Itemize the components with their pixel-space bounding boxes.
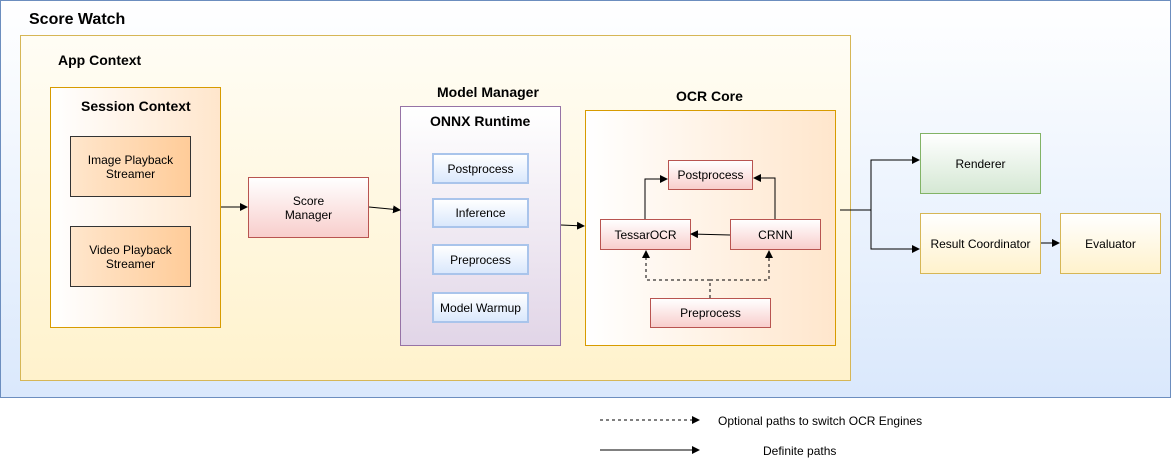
- tessaract-node: TessarOCR: [600, 219, 691, 250]
- renderer-node: Renderer: [920, 133, 1041, 194]
- video-playback-line-1: Video Playback: [89, 242, 172, 257]
- app-context-label: App Context: [58, 52, 142, 68]
- diagram-title: Score Watch: [29, 11, 126, 28]
- legend-optional-label: Optional paths to switch OCR Engines: [718, 414, 923, 428]
- ocr-core-label: OCR Core: [676, 88, 743, 104]
- score-manager-line-1: Score: [292, 193, 325, 208]
- onnx-postprocess-node: Postprocess: [432, 153, 529, 184]
- edge-onnx-to-ocr-core: [560, 221, 585, 230]
- edge-preprocess-to-crnn: [710, 250, 773, 281]
- result-coordinator-node: Result Coordinator: [920, 213, 1041, 274]
- edge-to-renderer: [870, 156, 920, 210]
- ocr-postprocess-node: Postprocess: [668, 160, 753, 190]
- evaluator-node: Evaluator: [1060, 213, 1161, 274]
- legend-definite-label: Definite paths: [763, 444, 837, 458]
- edge-tessaract-to-postprocess: [644, 175, 668, 219]
- model-manager-label: Model Manager: [437, 84, 539, 100]
- onnx-runtime-label: ONNX Runtime: [430, 113, 531, 129]
- score-manager-line-2: Manager: [284, 207, 333, 222]
- edge-preprocess-to-tessaract: [642, 250, 711, 298]
- edge-crnn-to-postprocess: [753, 174, 776, 219]
- edge-crnn-to-tessaract: [690, 230, 731, 239]
- onnx-inference-node: Inference: [432, 198, 529, 228]
- crnn-node: CRNN: [730, 219, 821, 250]
- ocr-preprocess-node: Preprocess: [650, 298, 771, 328]
- image-playback-line-2: Streamer: [105, 166, 156, 181]
- onnx-preprocess-node: Preprocess: [432, 244, 529, 275]
- video-playback-line-2: Streamer: [105, 256, 156, 271]
- edge-score-manager-to-onnx: [368, 205, 401, 214]
- edge-to-result-coordinator: [870, 210, 920, 253]
- onnx-model-warmup-node: Model Warmup: [432, 292, 529, 323]
- session-context-container: [50, 87, 221, 328]
- session-context-label: Session Context: [81, 98, 191, 114]
- image-playback-line-1: Image Playback: [87, 152, 174, 167]
